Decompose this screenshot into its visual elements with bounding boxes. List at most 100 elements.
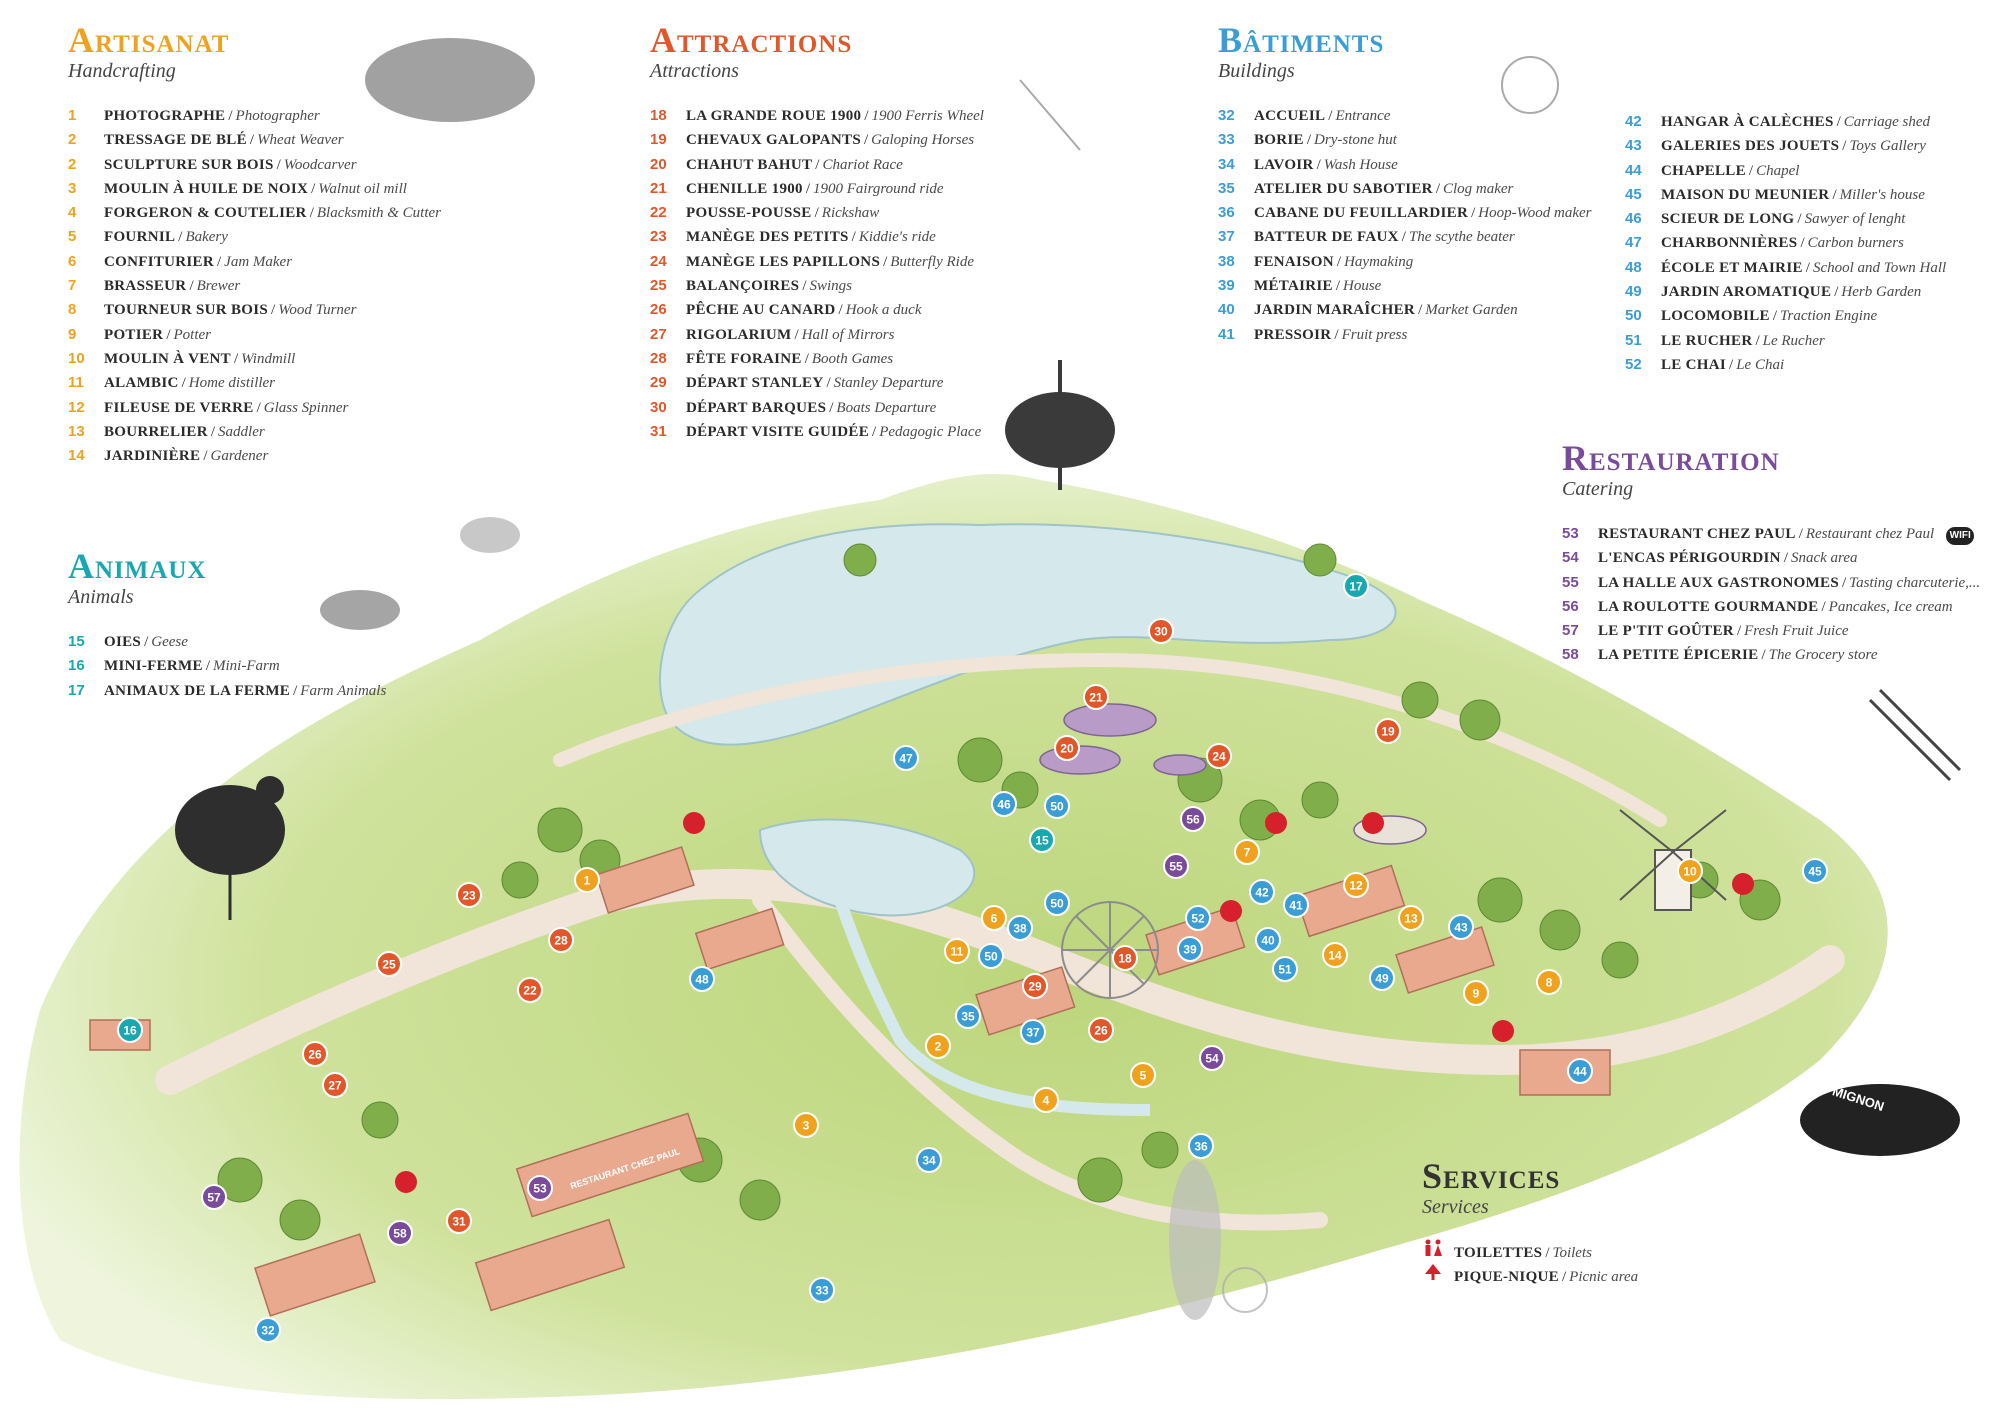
map-marker-batiments: 43	[1448, 914, 1474, 940]
separator: /	[203, 448, 208, 465]
animaux-item-number: 16	[68, 657, 85, 675]
artisanat-item-translation: Home distiller	[188, 375, 276, 392]
artisanat-item-number: 7	[68, 277, 77, 295]
separator: /	[233, 350, 239, 367]
separator: /	[864, 108, 869, 124]
artisanat-item-translation: Glass Spinner	[263, 399, 349, 416]
map-marker-batiments: 39	[1177, 936, 1203, 962]
batiments-item-translation: House	[1342, 278, 1382, 295]
decor-rooster	[175, 776, 285, 920]
decor-hat	[1800, 1084, 1960, 1156]
animaux-item-translation: Mini-Farm	[213, 658, 280, 675]
attractions-item-name: Rigolarium	[686, 326, 792, 343]
batiments-item-name: Le chai	[1661, 356, 1727, 373]
artisanat-item-translation: Saddler	[218, 423, 265, 440]
map-marker-artisanat: 5	[1130, 1062, 1156, 1088]
batiments-item-number: 41	[1218, 325, 1235, 343]
artisanat-item-number: 10	[68, 349, 85, 367]
artisanat-item: 6Confiturier/Jam Maker	[68, 253, 441, 277]
separator: /	[189, 278, 194, 295]
ferris-wheel	[1061, 901, 1159, 999]
artisanat-item-name: Jardinière	[104, 448, 201, 465]
artisanat-item-number: 8	[68, 301, 77, 319]
batiments-item-translation: The scythe beater	[1408, 229, 1515, 246]
attractions-item-translation: Stanley Departure	[833, 375, 944, 392]
artisanat-item: 9Potier/Potter	[68, 326, 441, 350]
map-marker-number: 52	[1191, 912, 1205, 926]
attractions-item-number: 28	[650, 349, 667, 367]
restauration-item: 58La petite épicerie/The Grocery store	[1562, 646, 1980, 670]
restauration-item-translation: Snack area	[1790, 550, 1858, 567]
attractions-item: 18La Grande Roue 1900/1900 Ferris Wheel	[650, 107, 984, 131]
artisanat-item: 12Fileuse de verre/Glass Spinner	[68, 399, 441, 423]
map-marker-number: 8	[1546, 976, 1553, 990]
artisanat-item-number: 4	[68, 204, 77, 222]
attractions-item-name: Départ Stanley	[686, 375, 824, 392]
attractions-item-translation: 1900 Fairground ride	[813, 180, 944, 197]
animaux-item-translation: Geese	[151, 634, 188, 650]
restauration-item: 53Restaurant chez Paul/Restaurant chez P…	[1562, 525, 1980, 549]
artisanat-item-name: Forgeron & coutelier	[104, 205, 307, 222]
map-marker-attractions: 23	[456, 882, 482, 908]
attractions-item-translation: Galoping Horses	[871, 132, 975, 149]
separator: /	[178, 229, 183, 246]
batiments-item: 48École et mairie/School and Town Hall	[1625, 259, 1946, 283]
batiments-list-1: 32Accueil/Entrance33Borie/Dry-stone hut3…	[1218, 107, 1591, 350]
separator: /	[256, 399, 261, 416]
batiments-item-name: Jardin maraîcher	[1254, 302, 1416, 319]
batiments-item: 40Jardin maraîcher/Market Garden	[1218, 301, 1591, 325]
map-marker-number: 1	[584, 874, 591, 888]
map-marker-batiments: 47	[893, 745, 919, 771]
separator: /	[1783, 550, 1788, 567]
buildings	[89, 846, 1611, 1317]
artisanat-item: 11Alambic/Home distiller	[68, 374, 441, 398]
separator: /	[144, 634, 149, 650]
attractions-item: 26Pêche au canard/Hook a duck	[650, 301, 984, 325]
restauration-item: 56La roulotte gourmande/Pancakes, Ice cr…	[1562, 598, 1980, 622]
restauration-item-number: 57	[1562, 622, 1579, 640]
attractions-item-name: Pêche au canard	[686, 302, 836, 319]
batiments-item-number: 46	[1625, 210, 1642, 228]
attractions-item-name: Départ visite guidée	[686, 423, 870, 440]
animaux-list: 15Oies/Geese16Mini-ferme/Mini-Farm17Anim…	[68, 633, 386, 706]
services-list: Toilettes / Toilets Pique-nique / Picnic…	[1422, 1239, 1638, 1288]
separator: /	[1755, 332, 1760, 349]
attractions-item-translation: Pedagogic Place	[879, 423, 982, 440]
restauration-list: 53Restaurant chez Paul/Restaurant chez P…	[1562, 525, 1980, 671]
map-marker-number: 29	[1028, 980, 1042, 994]
attractions-item-translation: Hall of Mirrors	[801, 326, 895, 343]
map-marker-animaux: 16	[117, 1017, 143, 1043]
animaux-subtitle: Animals	[68, 586, 134, 608]
map-marker-number: 39	[1183, 943, 1197, 957]
map-marker-attractions: 28	[548, 927, 574, 953]
artisanat-item-name: Tressage de blé	[104, 132, 247, 149]
separator: /	[166, 326, 171, 343]
map-marker-number: 55	[1169, 860, 1183, 874]
batiments-item-name: Pressoir	[1254, 326, 1332, 343]
separator: /	[1336, 253, 1342, 270]
separator: /	[1798, 526, 1803, 542]
batiments-item: 38Fenaison/Haymaking	[1218, 253, 1591, 277]
attractions-item-number: 25	[650, 277, 667, 295]
section-artisanat: Artisanat Handcrafting 1Photographe/Phot…	[68, 22, 441, 471]
batiments-item-name: Scieur de long	[1661, 211, 1795, 228]
restauration-subtitle: Catering	[1562, 478, 1634, 500]
attractions-title: Attractions	[650, 20, 853, 60]
separator: /	[293, 682, 298, 699]
animaux-item-name: Oies	[104, 634, 142, 650]
separator: /	[1334, 326, 1339, 343]
map-marker-batiments: 42	[1249, 879, 1275, 905]
attractions-item-translation: Kiddie's ride	[858, 229, 936, 246]
separator: /	[1328, 108, 1333, 124]
map-marker-batiments: 44	[1567, 1058, 1593, 1084]
batiments-item: 51Le rucher/Le Rucher	[1625, 332, 1946, 356]
batiments-item-translation: Entrance	[1335, 108, 1391, 124]
map-marker-number: 35	[961, 1010, 975, 1024]
batiments-item-translation: Herb Garden	[1841, 284, 1922, 301]
restauration-item-translation: Restaurant chez Paul	[1805, 526, 1935, 542]
batiments-item-name: Locomobile	[1661, 308, 1770, 325]
batiments-item-translation: Carbon burners	[1807, 235, 1904, 252]
restauration-item-name: Le p'tit goûter	[1598, 623, 1734, 640]
attractions-item-number: 20	[650, 155, 667, 173]
restauration-item-name: L'encas périgourdin	[1598, 550, 1781, 567]
